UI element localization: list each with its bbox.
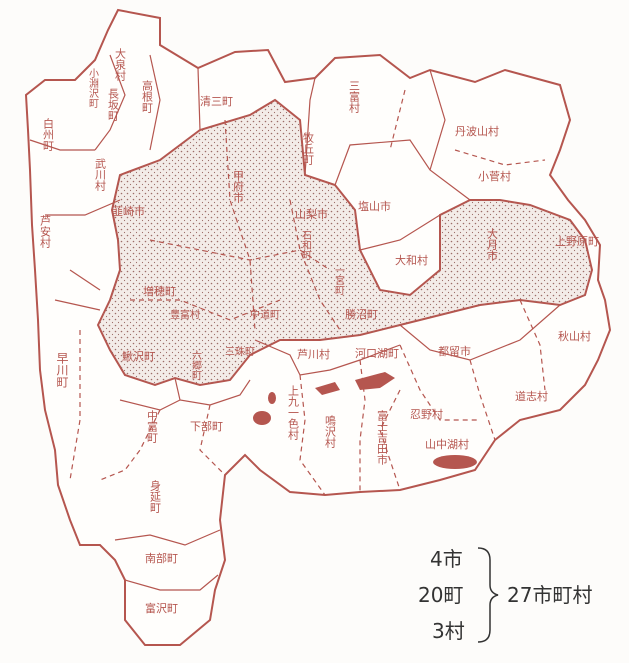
label-ashikawa: 芦川村 [297, 347, 330, 361]
label-mitomi: 三富村 [348, 80, 361, 113]
legend-towns: 20町 [418, 583, 463, 607]
label-yamanashi: 山梨市 [295, 207, 328, 221]
label-toyotomi: 豊富村 [170, 308, 200, 321]
label-enzan: 塩山市 [358, 199, 391, 213]
label-nakamichi: 中道町 [250, 308, 280, 321]
label-nanbu: 南部町 [145, 551, 178, 565]
lake-kawaguchi [355, 372, 395, 390]
lake-shoji [268, 392, 276, 404]
label-hakushu: 白州町 [42, 117, 55, 151]
label-narusawa: 鳴沢村 [324, 414, 337, 448]
label-tomizawa: 富沢町 [145, 601, 178, 615]
label-masuho: 増穂町 [143, 284, 176, 298]
label-kofu: 甲府市 [232, 170, 245, 204]
label-takane: 高根町 [141, 79, 154, 113]
label-mukawa: 武川村 [94, 158, 107, 191]
label-shimobe: 下部町 [190, 419, 223, 433]
label-hayakawa: 早川町 [55, 352, 69, 388]
label-tabayama: 丹波山村 [455, 124, 499, 138]
label-yamato: 大和村 [395, 253, 428, 267]
label-uenohara: 上野原町 [555, 235, 599, 248]
label-nagasaka: 長坂町 [107, 88, 120, 121]
label-nakatomi: 中富町 [146, 410, 159, 443]
label-kiyosato: 清三町 [200, 95, 233, 108]
label-ichikawamisato: 三珠町 [225, 345, 255, 358]
label-oshino: 忍野村 [410, 407, 443, 421]
lake-yamanaka [433, 455, 477, 469]
label-yamanakako: 山中湖村 [425, 437, 469, 451]
label-kajikazawa: 鰍沢町 [122, 349, 155, 363]
label-nirasaki: 韮崎市 [112, 204, 145, 218]
legend-villages: 3村 [432, 619, 465, 643]
label-kawaguchiko: 河口湖町 [355, 347, 399, 360]
label-oizumi: 大泉村 [114, 47, 127, 81]
lake-sai [315, 382, 340, 395]
label-doshi: 道志村 [515, 389, 548, 403]
label-tsuru: 都留市 [438, 344, 471, 358]
legend-total: 27市町村 [507, 583, 592, 607]
legend-brace [477, 547, 499, 643]
label-kobuchizawa: 小淵沢町 [87, 68, 99, 108]
label-rokugo: 六郷町 [190, 350, 202, 380]
label-katsunuma: 勝沼町 [345, 307, 378, 321]
label-ichinomiya: 一宮町 [333, 265, 345, 295]
label-akiyama: 秋山村 [558, 329, 591, 343]
label-kosuge: 小菅村 [478, 169, 511, 183]
label-makioka: 牧丘町 [302, 131, 315, 165]
label-kuichishiki: 上九一色村 [287, 385, 300, 440]
label-isawa: 石和町 [300, 230, 312, 260]
label-ashiyasu: 芦安村 [39, 215, 52, 248]
lake-motosu [253, 411, 271, 425]
label-minobu: 身延町 [149, 479, 162, 513]
legend-cities: 4市 [430, 547, 463, 571]
label-fujiyoshida: 富士吉田市 [376, 409, 389, 466]
label-otsuki: 大月市 [486, 227, 499, 262]
